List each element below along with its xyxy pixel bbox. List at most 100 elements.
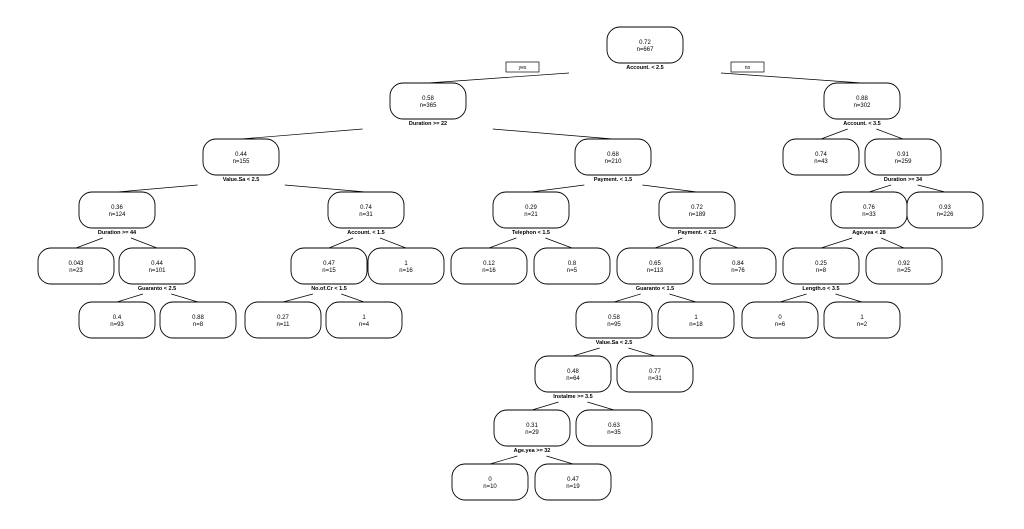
node-box [906,191,984,229]
node-count: n=18 [689,322,703,328]
tree-node-n6: 0.74n=43 [782,138,860,176]
node-value: 0.74 [815,152,827,158]
node-count: n=33 [862,212,876,218]
tree-edge [488,237,517,249]
node-count: n=43 [814,159,828,165]
tree-edge [820,237,853,249]
node-count: n=10 [483,484,497,490]
tree-node-n35: 0.88n=8 [159,301,237,339]
node-split-rule: Telephon < 1.5 [512,230,550,236]
tree-edge [379,237,407,249]
tree-edge [669,293,697,303]
node-split-rule: Guaranto < 1.5 [636,286,674,292]
tree-edge [545,237,573,249]
tree-node-n37: 1n=4 [325,301,403,339]
node-value: 1 [362,315,366,321]
tree-edge [240,128,363,140]
tree-node-n45: 1n=18 [657,301,735,339]
node-box [657,301,735,339]
node-count: n=19 [566,484,580,490]
tree-edge [75,237,103,249]
tree-edge [779,293,807,303]
tree-node-n57: 1n=2 [823,301,901,339]
tree-edge [587,401,615,411]
tree-node-n177: 0.63n=35 [575,409,653,447]
node-box [492,191,570,229]
node-count: n=5 [567,268,578,274]
tree-edge [427,72,570,84]
node-count: n=64 [566,376,580,382]
tree-edge [628,347,656,357]
node-count: n=35 [607,430,621,436]
node-count: n=23 [69,268,83,274]
node-count: n=302 [854,103,872,109]
node-box [864,138,942,176]
node-box [533,247,611,285]
node-value: 0.93 [939,205,951,211]
node-split-rule: Instalme >= 3.5 [553,394,592,400]
tree-edge [546,455,574,465]
node-split-rule: Age.yea < 28 [852,230,885,236]
tree-edge [116,293,144,303]
branch-yes-tag: yes [505,61,540,73]
node-split-rule: Account. < 2.5 [626,65,663,71]
node-value: 0.47 [567,477,579,483]
node-value: 1 [404,261,408,267]
node-count: n=259 [895,159,913,165]
tree-edge [341,293,365,303]
tree-node-n19: 1n=16 [367,247,445,285]
node-box [389,82,467,120]
node-value: 0 [778,315,782,321]
node-box [118,247,196,285]
node-count: n=4 [359,322,370,328]
node-split-rule: No.of.Cr < 1.5 [311,286,347,292]
node-box [37,247,115,285]
node-count: n=124 [109,212,127,218]
tree-edge [876,128,904,140]
node-box [575,301,653,339]
tree-edge [835,293,863,303]
node-box [606,26,684,64]
node-value: 0.48 [567,369,579,375]
node-count: n=15 [322,268,336,274]
tree-node-n56: 0n=6 [741,301,819,339]
node-count: n=76 [731,268,745,274]
node-box [493,409,571,447]
tree-node-n36: 0.27n=11 [244,301,322,339]
node-box [574,138,652,176]
tree-node-n34: 0.4n=93 [78,301,156,339]
node-value: 0.58 [422,96,434,102]
tree-node-n89: 0.77n=31 [616,355,694,393]
node-value: 0.8 [568,261,577,267]
tree-edge [531,401,559,411]
node-count: n=8 [816,268,827,274]
node-value: 0.88 [856,96,868,102]
node-box [616,247,694,285]
tree-edge [642,184,698,193]
node-count: n=189 [689,212,707,218]
tree-edge [654,237,683,249]
tree-edge [171,293,199,303]
node-box [202,138,280,176]
node-count: n=29 [525,430,539,436]
tree-edge [572,347,600,357]
tree-edge [328,237,354,249]
node-box [534,463,612,501]
node-box [325,301,403,339]
node-value: 0.72 [691,205,703,211]
node-box [78,301,156,339]
node-split-rule: Payment. < 2.5 [678,230,716,236]
node-box [782,138,860,176]
node-value: 0.74 [360,205,372,211]
node-value: 0.47 [323,261,335,267]
tree-edge [613,293,641,303]
node-count: n=21 [524,212,538,218]
